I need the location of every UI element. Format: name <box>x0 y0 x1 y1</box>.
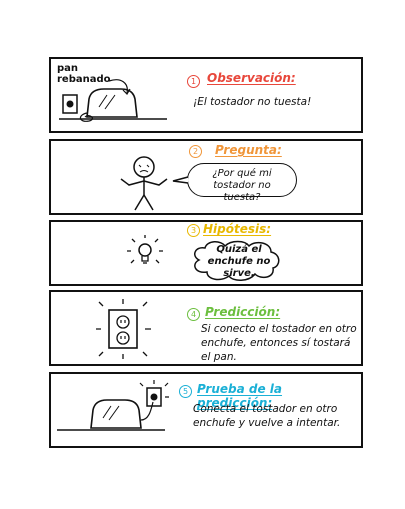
wall-outlet-icon <box>96 299 151 359</box>
panel-hypothesis: 3 Hipótesis: Quizá el enchufe no sirve. <box>49 220 363 286</box>
step-1-title: Observación: <box>207 71 296 85</box>
panel-prediction: 4 Predicción: Si conecto el tostador en … <box>49 290 363 366</box>
thought-cloud <box>194 240 280 281</box>
step-5-title: Prueba de la predicción: <box>197 382 283 410</box>
person-shrug-icon <box>120 156 168 211</box>
bubble-tail <box>172 176 189 184</box>
toaster-outlet-icon <box>57 380 169 431</box>
step-3-title: Hipótesis: <box>203 222 272 236</box>
step-5-text: Conecta el tostador en otro enchufe y vu… <box>193 403 341 429</box>
step-1-text: ¡El tostador no tuesta! <box>193 96 312 108</box>
step-4-text: Si conecto el tostador en otro enchufe, … <box>201 323 357 363</box>
step-2-number: 2 <box>189 145 202 158</box>
step-1-number: 1 <box>187 75 200 88</box>
step-5-number: 5 <box>179 385 192 398</box>
step-2-title: Pregunta: <box>215 143 282 157</box>
lightbulb-icon <box>127 235 163 264</box>
step-4-title: Predicción: <box>205 305 281 319</box>
step-2-text: ¿Por qué mi tostador no tuesta? <box>212 168 272 203</box>
bread-label: pan rebanado <box>57 63 111 85</box>
step-3-text: Quizá el enchufe no sirve. <box>207 244 271 279</box>
panel-question: 2 Pregunta: ¿Por qué mi tostador no tues… <box>49 139 363 215</box>
step-3-number: 3 <box>187 224 200 237</box>
panel-observation: pan rebanado 1 Observación: ¡El tostador… <box>49 57 363 133</box>
toaster-icon <box>59 79 167 122</box>
panel-test: 5 Prueba de la predicción: Conecta el to… <box>49 372 363 448</box>
question-bubble: ¿Por qué mi tostador no tuesta? <box>187 163 297 203</box>
step-4-number: 4 <box>187 308 200 321</box>
